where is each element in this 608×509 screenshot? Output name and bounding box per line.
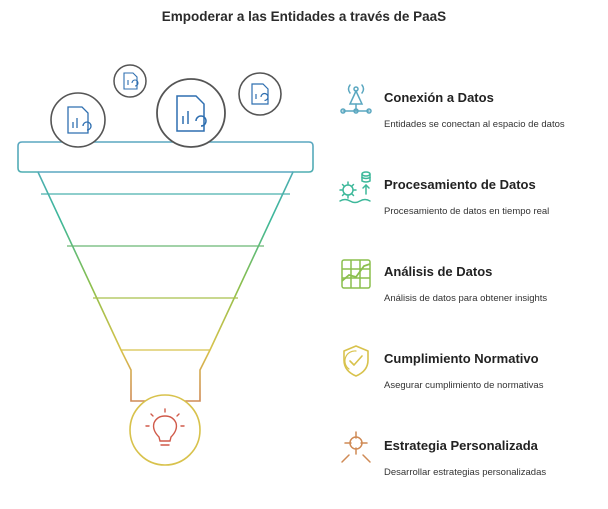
lightbulb-icon bbox=[145, 408, 185, 446]
stage-heading: Procesamiento de Datos bbox=[384, 177, 536, 192]
document-bubble-1 bbox=[50, 92, 106, 148]
document-bubble-3 bbox=[156, 78, 226, 148]
stage-description: Análisis de datos para obtener insights bbox=[384, 293, 548, 304]
stage-heading: Análisis de Datos bbox=[384, 264, 493, 279]
stage-heading: Estrategia Personalizada bbox=[384, 438, 538, 453]
crosshair-target-icon bbox=[341, 431, 371, 463]
antenna-network-icon bbox=[340, 84, 372, 114]
shield-check-icon bbox=[343, 345, 369, 377]
document-bubble-4 bbox=[238, 72, 282, 116]
funnel-outline bbox=[17, 141, 314, 402]
stage-heading: Conexión a Datos bbox=[384, 90, 494, 105]
bar-chart-grid-icon bbox=[341, 259, 371, 289]
chart-document-icon bbox=[67, 106, 92, 134]
chart-document-icon bbox=[176, 95, 207, 132]
stage-description: Procesamiento de datos en tiempo real bbox=[384, 206, 550, 217]
document-bubble-2 bbox=[113, 64, 147, 98]
chart-document-icon bbox=[251, 83, 269, 105]
stage-heading: Cumplimiento Normativo bbox=[384, 351, 539, 366]
gears-database-icon bbox=[339, 171, 371, 204]
chart-document-icon bbox=[123, 72, 139, 90]
stage-description: Desarrollar estrategias personalizadas bbox=[384, 467, 547, 478]
stage-description: Asegurar cumplimiento de normativas bbox=[384, 380, 544, 391]
stage-description: Entidades se conectan al espacio de dato… bbox=[384, 119, 565, 130]
bulb-circle bbox=[129, 394, 201, 466]
diagram-title: Empoderar a las Entidades a través de Pa… bbox=[161, 9, 447, 24]
